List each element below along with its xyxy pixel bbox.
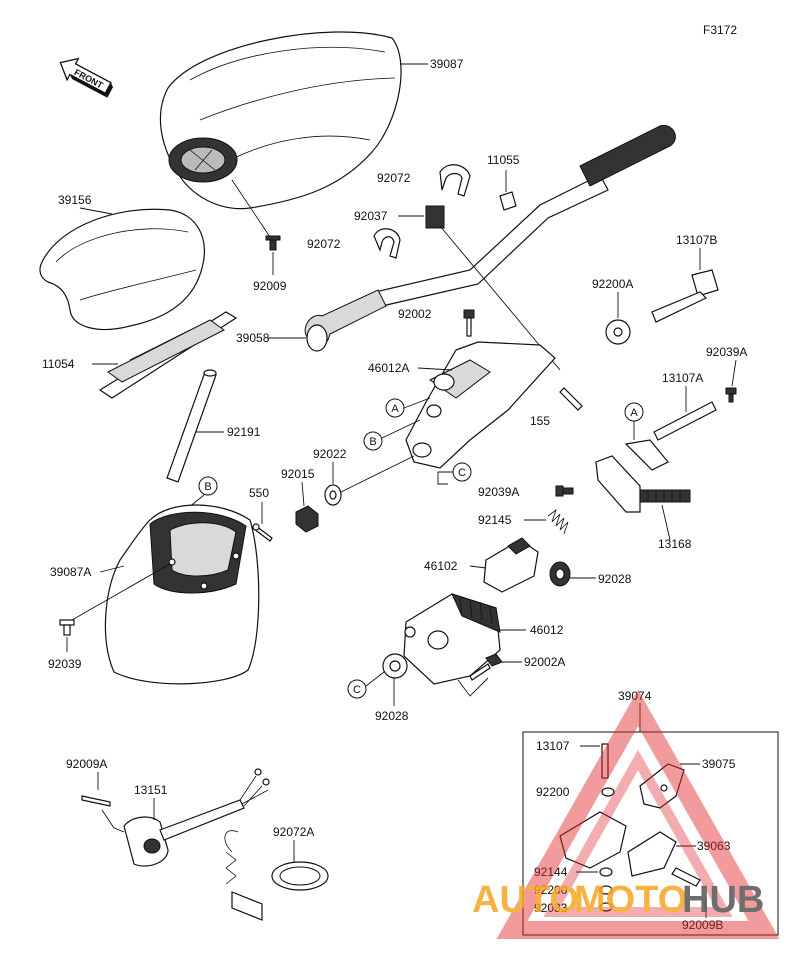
ref-b-1: B xyxy=(369,436,376,448)
cover-39087A xyxy=(104,504,260,685)
screw-92039A-mid xyxy=(555,485,574,497)
screw-92009A xyxy=(81,795,111,807)
label-11054: 11054 xyxy=(42,357,75,371)
label-92039A-mid: 92039A xyxy=(478,485,519,499)
label-92039A-top: 92039A xyxy=(706,345,747,359)
label-39087: 39087 xyxy=(430,57,464,71)
label-92072A: 92072A xyxy=(273,825,314,839)
handlebar-cover-39087 xyxy=(159,31,402,210)
label-92015: 92015 xyxy=(281,467,315,481)
nut-92015 xyxy=(295,505,319,533)
washer-92028-right xyxy=(549,561,571,587)
label-92022: 92022 xyxy=(313,447,347,461)
label-39075: 39075 xyxy=(702,757,736,771)
cover-39156 xyxy=(39,208,206,331)
ref-c-1: C xyxy=(458,467,466,479)
label-46012: 46012 xyxy=(530,623,564,637)
watermark-logo: AUTO MOTO HUB xyxy=(472,689,780,939)
label-92072-top: 92072 xyxy=(377,171,411,185)
label-92145: 92145 xyxy=(478,513,512,527)
ref-b-2: B xyxy=(204,481,211,493)
label-92028-bottom: 92028 xyxy=(375,709,409,723)
label-92009B: 92009B xyxy=(682,918,723,932)
label-92009: 92009 xyxy=(253,279,287,293)
label-92033: 92033 xyxy=(534,901,568,915)
ref-circle-c-2 xyxy=(347,679,367,699)
label-92009A: 92009A xyxy=(66,757,107,771)
label-46102: 46102 xyxy=(424,559,458,573)
ref-c-2: C xyxy=(353,684,361,696)
ref-a-1: A xyxy=(391,403,399,415)
bracket-39075 xyxy=(639,763,685,809)
bolt-155 xyxy=(559,387,583,411)
bracket-13168 xyxy=(595,439,691,513)
kit-box-39074 xyxy=(522,731,779,936)
bracket-46012A xyxy=(405,341,556,469)
block-46102 xyxy=(483,537,539,593)
pin-13107 xyxy=(601,743,609,779)
label-92002: 92002 xyxy=(398,307,432,321)
label-13107A: 13107A xyxy=(662,371,703,385)
clip-92033 xyxy=(599,902,613,912)
label-13168: 13168 xyxy=(658,537,692,551)
label-92028-right: 92028 xyxy=(598,572,632,586)
label-550: 550 xyxy=(249,486,269,500)
rod-92191 xyxy=(166,369,217,483)
front-arrow-icon: FRONT xyxy=(59,57,113,98)
washer-92200-b xyxy=(599,885,613,895)
washer-92028-bottom xyxy=(382,653,408,679)
washer-92200A xyxy=(605,319,631,345)
clamp-92072-mid xyxy=(373,228,401,259)
screw-92039A-top xyxy=(725,387,737,403)
spring-92145 xyxy=(547,508,569,535)
label-92039: 92039 xyxy=(48,657,82,671)
bracket-11054 xyxy=(98,311,238,399)
label-13151: 13151 xyxy=(134,783,168,797)
clamp-92072-top xyxy=(439,164,471,197)
label-11055: 11055 xyxy=(487,153,520,167)
label-155: 155 xyxy=(530,414,550,428)
label-92200: 92200 xyxy=(536,785,570,799)
ref-a-2: A xyxy=(630,407,638,419)
label-92200A: 92200A xyxy=(592,277,633,291)
block-39063 xyxy=(559,811,701,887)
label-92002A: 92002A xyxy=(524,655,565,669)
ref-circle-b-2 xyxy=(198,476,218,496)
clamp-92072A xyxy=(224,830,329,921)
pin-13107A xyxy=(653,401,717,441)
bolt-92002 xyxy=(463,309,475,337)
label-92191: 92191 xyxy=(227,425,261,439)
label-39058: 39058 xyxy=(236,331,270,345)
label-39074: 39074 xyxy=(618,689,652,703)
label-13107: 13107 xyxy=(536,739,570,753)
label-92037: 92037 xyxy=(354,209,388,223)
handlebar-39058 xyxy=(304,124,676,352)
bracket-46012 xyxy=(403,593,501,685)
bolt-13107B xyxy=(651,269,719,323)
label-39087A: 39087A xyxy=(50,565,91,579)
label-39063: 39063 xyxy=(697,839,731,853)
label-13107B: 13107B xyxy=(676,233,717,247)
label-92144: 92144 xyxy=(534,865,568,879)
bolt-92002A xyxy=(469,653,503,681)
spring-92144 xyxy=(599,867,613,877)
ref-circle-b xyxy=(363,431,383,451)
screw-92039 xyxy=(59,619,75,636)
label-92072-mid: 92072 xyxy=(307,237,341,251)
screw-92009 xyxy=(265,235,281,251)
switch-13151 xyxy=(123,768,270,867)
label-46012A: 46012A xyxy=(368,361,409,375)
washer-92022 xyxy=(324,484,342,506)
diagram-code: F3172 xyxy=(703,23,737,37)
cotter-pin-550 xyxy=(252,523,273,542)
washer-92200 xyxy=(601,787,615,797)
label-39156: 39156 xyxy=(58,193,92,207)
watermark-moto: MOTO xyxy=(574,879,687,921)
watermark-hub: HUB xyxy=(682,879,764,921)
block-92037 xyxy=(425,205,445,229)
watermark-auto: AUTO xyxy=(472,879,579,921)
clip-11055 xyxy=(499,191,517,211)
label-92200-b: 92200 xyxy=(534,883,568,897)
